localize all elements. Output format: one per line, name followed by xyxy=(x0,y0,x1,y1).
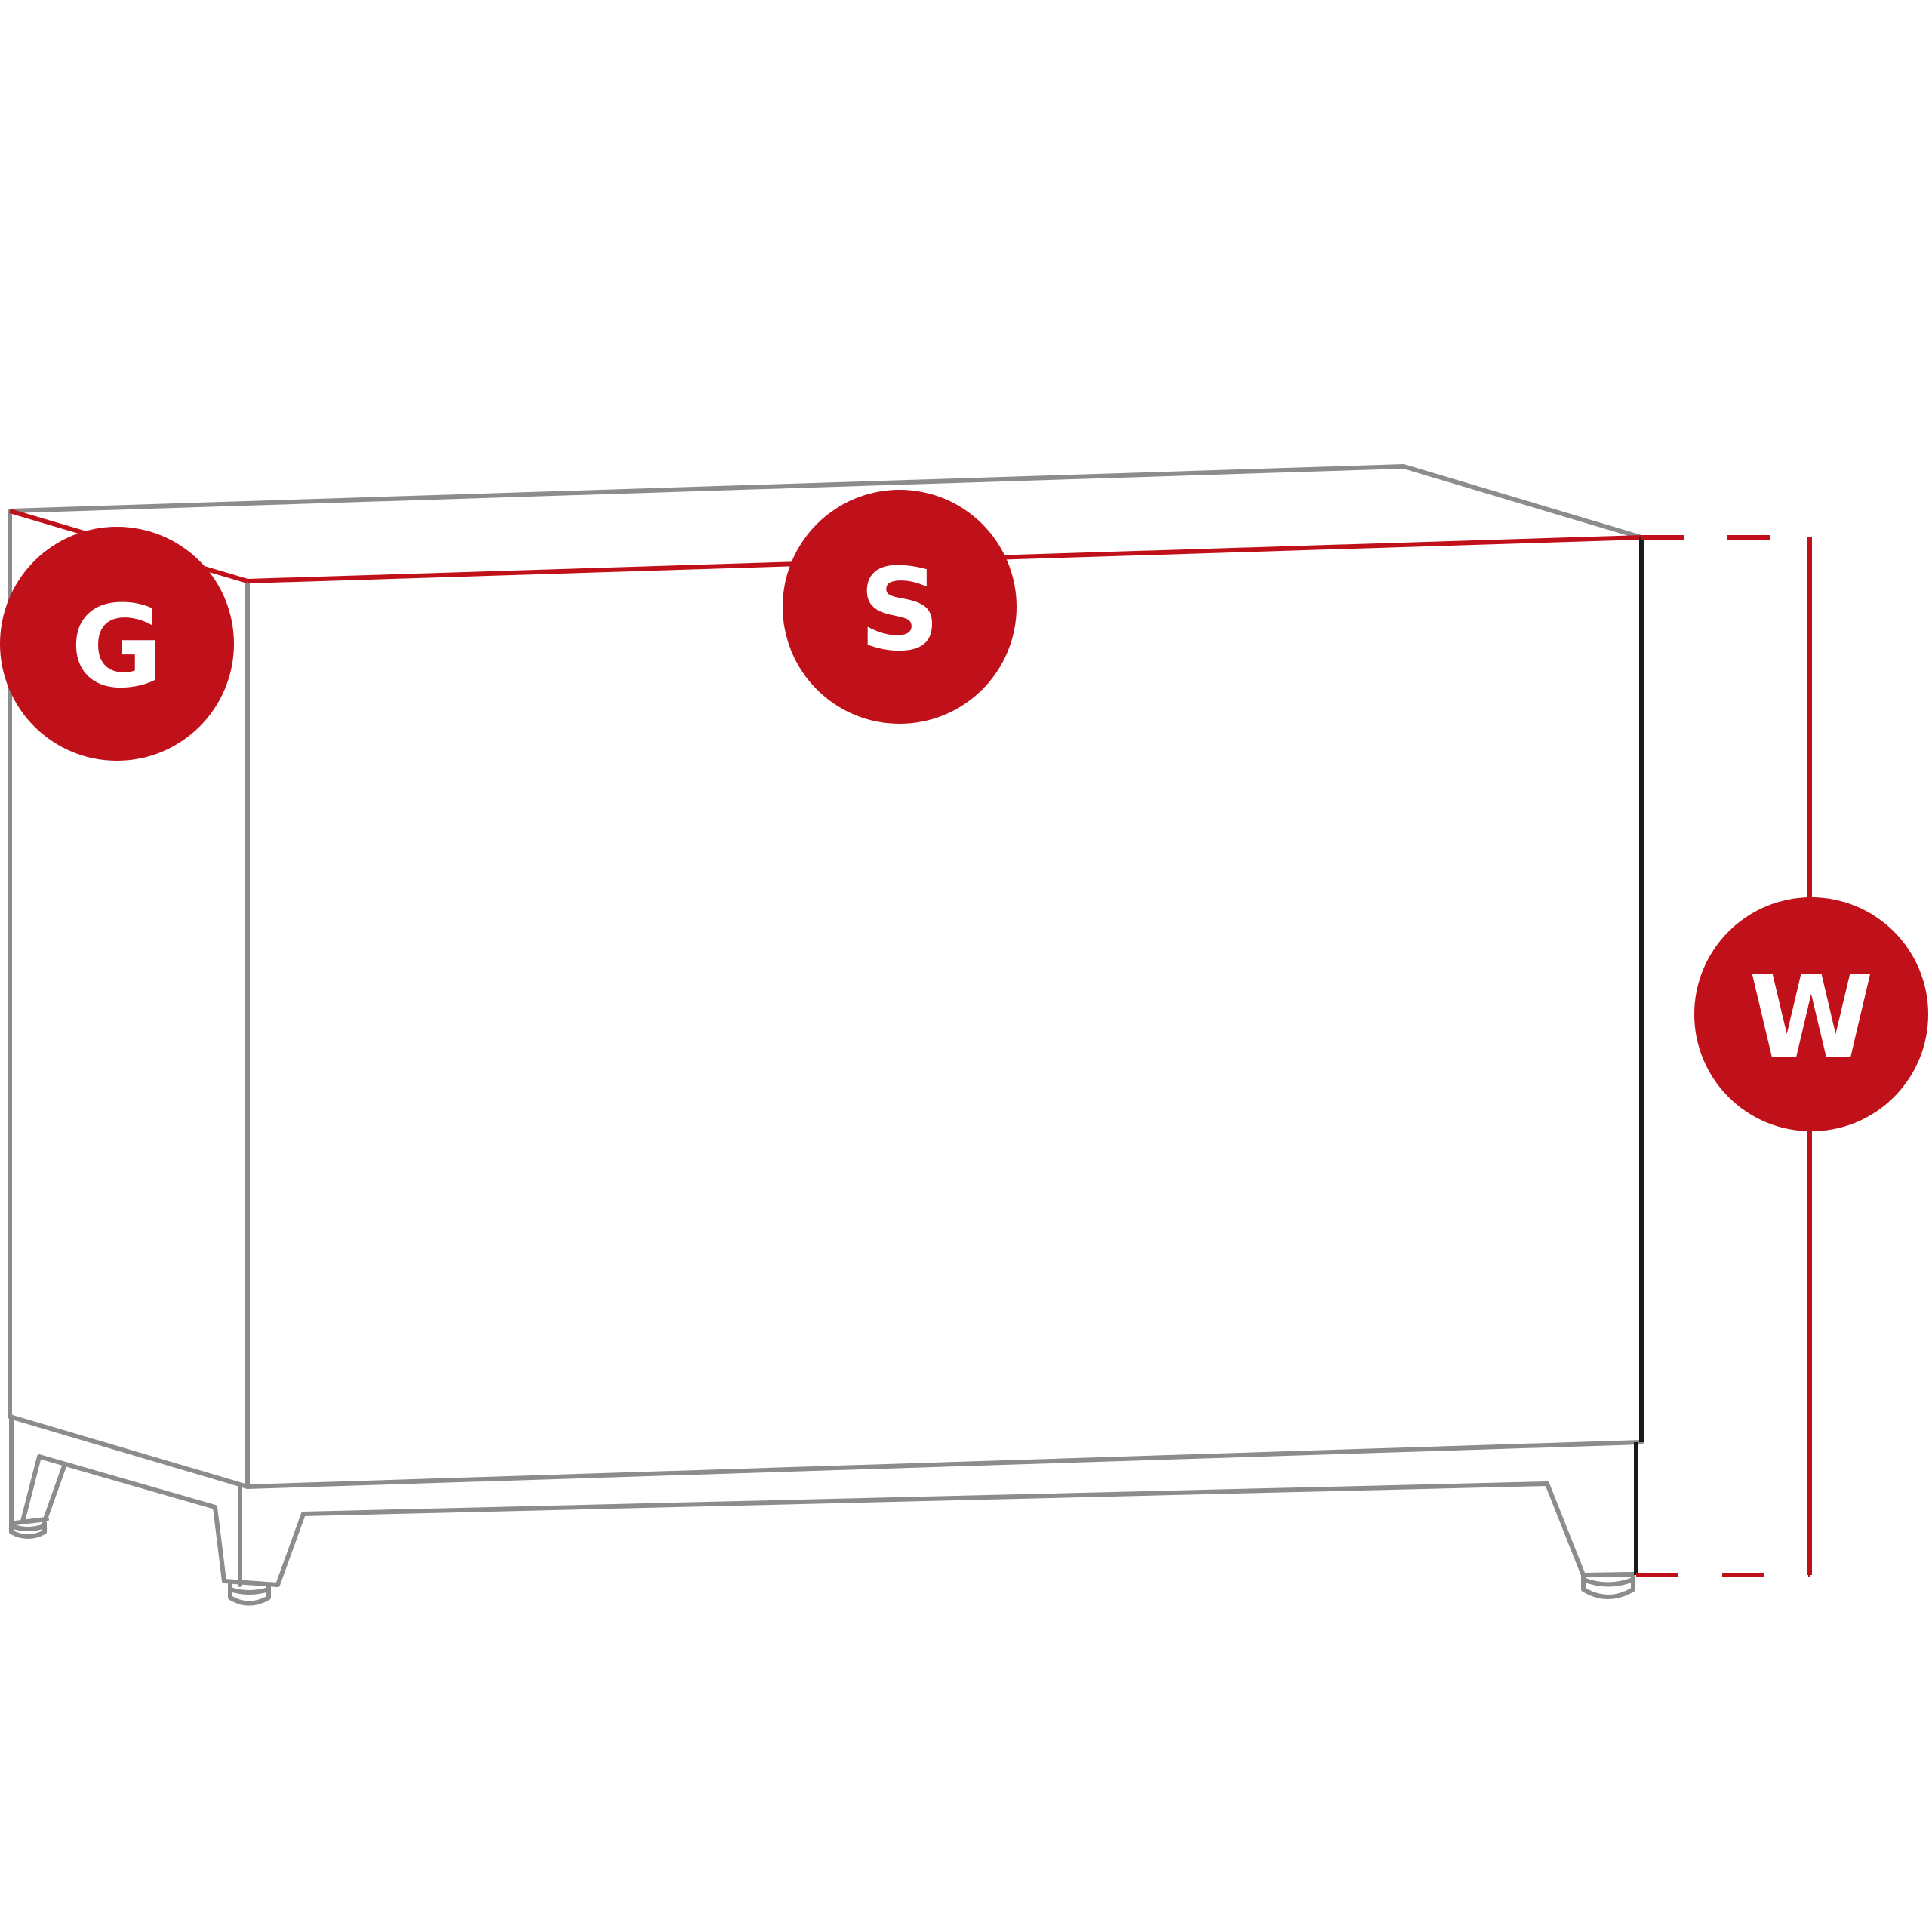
badge-height-letter: W xyxy=(1749,952,1873,1084)
cabinet-base xyxy=(9,1414,1635,1606)
foot-front-right xyxy=(1581,1573,1635,1599)
badge-width-circle xyxy=(783,490,1017,724)
badge-depth-circle xyxy=(0,527,234,761)
cabinet-bottom-front-edge xyxy=(245,1440,1644,1489)
badge-height: W xyxy=(1694,897,1928,1131)
badge-height-circle xyxy=(1694,897,1928,1131)
badge-width-letter: S xyxy=(859,545,940,676)
base-side-foot-top xyxy=(13,1517,49,1525)
base-front-apron xyxy=(275,1481,1586,1587)
badge-width: S xyxy=(783,490,1017,724)
foot-front-left xyxy=(228,1583,271,1606)
badge-depth-letter: G xyxy=(70,582,163,713)
cabinet-back-top-edge xyxy=(8,464,1644,540)
base-side-leg-inner xyxy=(43,1462,67,1521)
badge-depth: G xyxy=(0,527,234,761)
cabinet-bottom-side-edge xyxy=(8,1414,250,1489)
base-side-apron xyxy=(20,1454,226,1583)
foot-back-left xyxy=(9,1521,47,1539)
base-front-right-foot-top xyxy=(1581,1572,1635,1577)
